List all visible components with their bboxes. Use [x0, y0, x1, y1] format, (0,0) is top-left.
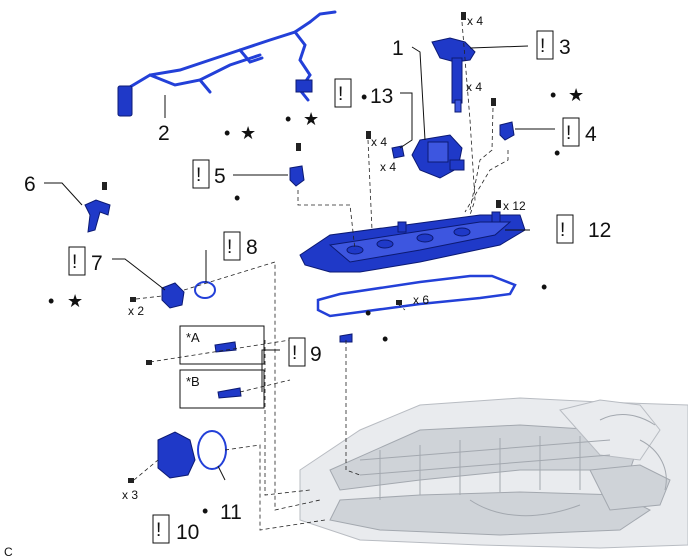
callout-13: 13 — [370, 85, 393, 108]
callout-6: 6 — [24, 173, 36, 196]
bolts — [102, 12, 501, 483]
figure-code: C — [4, 545, 13, 559]
callout-2: 2 — [158, 122, 170, 145]
dot-icon: • — [550, 85, 556, 105]
callout-numbers: 1 2 3 4 5 6 7 8 9 10 11 12 13 — [24, 36, 611, 544]
dot-icon: • — [541, 277, 547, 297]
callout-11: 11 — [220, 501, 242, 524]
item-6-bracket — [84, 199, 111, 233]
leader-lines — [44, 45, 555, 481]
dot-marks: • • • • • • • • • • • — [48, 85, 560, 521]
item-4-sensor — [499, 121, 515, 141]
detail-label-a: *A — [186, 330, 200, 345]
item-9-part-b — [217, 387, 242, 399]
engine-assembly — [299, 397, 688, 549]
fuel-pump — [411, 134, 465, 179]
callout-10: 10 — [176, 521, 199, 544]
dot-icon: • — [224, 123, 230, 143]
callout-5: 5 — [214, 165, 226, 188]
callout-1: 1 — [392, 37, 404, 60]
important-marks: ! ! ! ! ! ! ! ! ! — [68, 30, 580, 544]
star-icon: ★ — [303, 109, 319, 129]
detail-box-b — [179, 369, 265, 409]
star-icon: ★ — [67, 291, 83, 311]
detail-box-a — [179, 325, 265, 365]
important-icon-10: ! — [156, 520, 161, 541]
cylinder-head-cover — [299, 211, 526, 273]
important-icon-12: ! — [560, 220, 565, 241]
item-11-gasket — [197, 430, 227, 470]
callout-12: 12 — [588, 219, 611, 242]
item-10-cover — [157, 431, 196, 479]
star-icon: ★ — [568, 85, 584, 105]
dot-icon: • — [365, 303, 371, 323]
dot-icon: • — [202, 501, 208, 521]
head-cover-gasket — [316, 274, 517, 343]
important-icon-3: ! — [540, 36, 545, 57]
important-icon-5: ! — [196, 165, 201, 186]
callout-8: 8 — [246, 236, 258, 259]
item-7-housing — [161, 282, 185, 309]
star-marks: ★ ★ ★ ★ — [67, 85, 584, 311]
item-13-part — [391, 145, 405, 159]
callout-7: 7 — [91, 252, 103, 275]
callout-3: 3 — [559, 36, 571, 59]
item-9-part-a — [214, 341, 237, 353]
qty-item-13: x 4 — [380, 160, 396, 174]
callout-4: 4 — [585, 123, 597, 146]
important-icon-13: ! — [338, 84, 343, 105]
callout-9: 9 — [310, 343, 322, 366]
qty-head-cover-bolts: x 12 — [503, 199, 526, 213]
important-icon-8: ! — [227, 237, 232, 258]
dot-icon: • — [382, 329, 388, 349]
detail-label-b: *B — [186, 374, 200, 389]
important-icon-7: ! — [72, 252, 77, 273]
important-icon-9: ! — [292, 343, 297, 364]
qty-item-7-bolts: x 2 — [128, 304, 144, 318]
qty-ignition-coil-bolts: x 4 — [467, 14, 483, 28]
ignition-coil — [431, 37, 476, 113]
dot-icon: • — [285, 109, 291, 129]
dot-icon: • — [554, 143, 560, 163]
engine-wire-harness — [117, 10, 337, 117]
qty-item-10-bolts: x 3 — [122, 488, 138, 502]
item-5-sensor — [289, 165, 305, 187]
important-icon-4: ! — [566, 123, 571, 144]
dot-icon: • — [234, 188, 240, 208]
assembly-lines — [133, 21, 509, 531]
dot-icon: • — [48, 291, 54, 311]
qty-gasket-seals: x 6 — [413, 293, 429, 307]
quantity-labels: x 4 x 4 x 4 x 4 x 12 x 6 x 2 x 3 — [122, 14, 526, 502]
qty-head-cover-bolts-a: x 4 — [371, 135, 387, 149]
item-8-o-ring — [194, 281, 216, 299]
qty-ignition-coil: x 4 — [466, 80, 482, 94]
dot-icon: • — [361, 87, 367, 107]
star-icon: ★ — [240, 123, 256, 143]
